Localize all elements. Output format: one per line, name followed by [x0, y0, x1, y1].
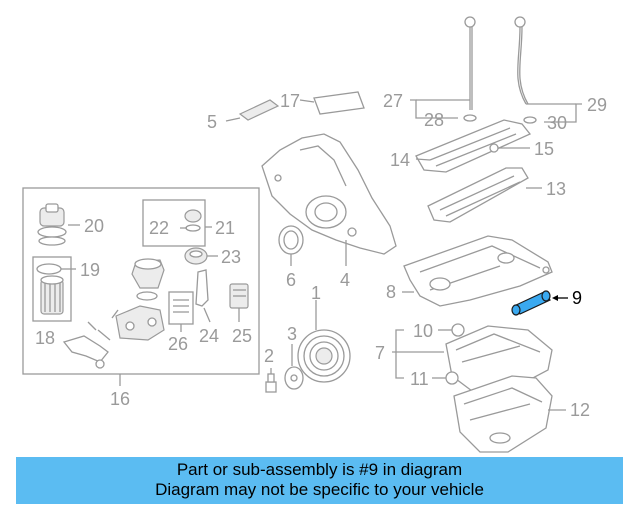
inset-box: [22, 187, 260, 375]
callout-12: 12: [570, 400, 590, 420]
oil-filter-housing-part: [62, 258, 165, 369]
engine-cover-part: [427, 167, 542, 223]
callout-7: 7: [375, 343, 385, 363]
oil-sump-part: [453, 375, 553, 453]
callout-30: 30: [547, 113, 567, 133]
callout-24: 24: [199, 326, 219, 346]
callout-29: 29: [587, 95, 607, 115]
callout-9: 9: [572, 288, 582, 308]
callout-4: 4: [340, 270, 350, 290]
callout-5: 5: [207, 112, 217, 132]
callout-22: 22: [149, 218, 169, 238]
callout-19: 19: [80, 260, 100, 280]
callout-20: 20: [84, 216, 104, 236]
callout-2: 2: [264, 346, 274, 366]
oil-filter-cap-part: [37, 203, 80, 246]
callout-11: 11: [410, 369, 429, 389]
callout-15: 15: [534, 139, 554, 159]
callout-23: 23: [221, 247, 241, 267]
dipstick-part: [463, 16, 537, 124]
timing-cover-part: [261, 133, 397, 266]
valve-cover-part: [415, 119, 532, 173]
callout-27: 27: [383, 91, 403, 111]
callout-28: 28: [424, 110, 444, 130]
bolt-part: [265, 368, 277, 393]
flywheel-part: [297, 300, 351, 383]
callout-13: 13: [546, 179, 566, 199]
highlighted-part-9: [511, 290, 568, 316]
callout-6: 6: [286, 270, 296, 290]
callout-16: 16: [110, 389, 130, 409]
inset-box-21-22: [142, 199, 206, 247]
flex-plate-part: [284, 344, 304, 390]
banner-line-1: Part or sub-assembly is #9 in diagram: [176, 460, 463, 479]
upper-oil-pan-part: [403, 235, 553, 307]
callout-25: 25: [232, 326, 252, 346]
callout-8: 8: [386, 282, 396, 302]
callout-18: 18: [35, 328, 55, 348]
callout-3: 3: [287, 324, 297, 344]
callout-1: 1: [311, 283, 321, 303]
callout-21: 21: [215, 218, 235, 238]
callout-14: 14: [390, 150, 410, 170]
callout-17: 17: [280, 91, 300, 111]
banner-line-2: Diagram may not be specific to your vehi…: [155, 480, 484, 499]
oil-filter-element-part: [40, 275, 64, 315]
info-banner: Part or sub-assembly is #9 in diagram Di…: [16, 457, 623, 504]
callout-10: 10: [413, 321, 433, 341]
callout-26: 26: [168, 334, 188, 354]
